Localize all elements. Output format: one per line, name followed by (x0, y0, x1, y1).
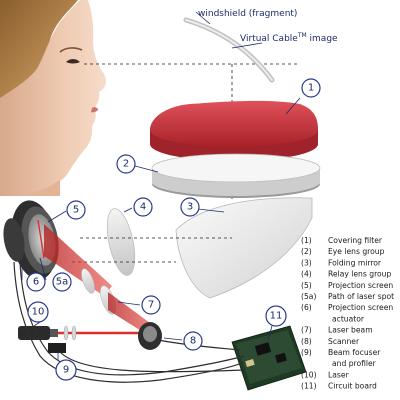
windshield-fragment (183, 17, 275, 83)
svg-text:5a: 5a (56, 277, 69, 288)
callout-1: 1 (301, 78, 321, 98)
legend-key: (5a) (301, 292, 316, 301)
legend-key: (11) (301, 382, 317, 391)
laser (18, 326, 58, 340)
callout-4: 4 (133, 197, 153, 217)
callout-3: 3 (180, 197, 200, 217)
svg-text:9: 9 (63, 365, 69, 376)
windshield-leader (195, 11, 211, 25)
hair (0, 0, 78, 98)
legend-label: Relay lens group (328, 270, 391, 279)
beam-focuser (48, 343, 66, 353)
callout-11: 11 (265, 305, 287, 327)
neck (20, 180, 60, 196)
circuit-board (231, 325, 307, 391)
beam-lens-right (71, 325, 77, 341)
legend-label: Projection screen (328, 303, 393, 312)
svg-text:4: 4 (140, 202, 146, 213)
virtual-cable-main: Virtual Cable (240, 34, 298, 44)
virtual-cable-suffix: image (307, 34, 338, 44)
legend-label: actuator (332, 314, 365, 323)
legend-label: and profiler (332, 359, 377, 368)
legend-label: Laser beam (328, 326, 373, 335)
legend-label: Circuit board (328, 382, 377, 391)
callout-5a: 5a (52, 272, 72, 292)
legend-key: (3) (301, 258, 312, 267)
eye (66, 59, 80, 64)
relay-lens-group (106, 208, 136, 276)
beam-lens-small (81, 268, 95, 294)
legend-key: (1) (301, 236, 312, 245)
legend-key: (9) (301, 348, 312, 357)
callout-9: 9 (55, 359, 77, 381)
callout-7: 7 (141, 295, 161, 315)
legend: (1) Covering filter (2) Eye lens group (3) Fo… (301, 236, 394, 391)
folding-mirror (175, 197, 313, 299)
svg-text:8: 8 (190, 336, 196, 347)
lips (91, 107, 98, 113)
legend-label: Laser (328, 370, 350, 379)
svg-text:6: 6 (33, 277, 39, 288)
legend-label: Eye lens group (328, 247, 385, 256)
svg-text:10: 10 (32, 307, 45, 318)
callout-5: 5 (66, 200, 86, 220)
legend-key: (4) (301, 270, 312, 279)
laser-beam-7 (44, 224, 112, 296)
face-photo (0, 0, 107, 196)
svg-text:2: 2 (123, 159, 129, 170)
beam-lens-left (63, 325, 69, 341)
covering-filter (150, 100, 318, 161)
legend-label: Covering filter (328, 236, 383, 245)
callout-8: 8 (183, 331, 203, 351)
scanner (138, 322, 162, 350)
svg-text:3: 3 (187, 202, 193, 213)
legend-label: Beam focuser (328, 348, 381, 357)
callout-leaders (21, 97, 301, 360)
legend-key: (7) (301, 326, 312, 335)
legend-key: (5) (301, 281, 312, 290)
legend-key: (8) (301, 337, 312, 346)
svg-text:5: 5 (73, 205, 79, 216)
eyebrow (59, 47, 83, 53)
svg-text:7: 7 (148, 300, 154, 311)
virtual-cable-tm: TM (297, 32, 307, 39)
callout-2: 2 (116, 154, 136, 174)
legend-label: Path of laser spot (328, 292, 394, 301)
legend-label: Scanner (328, 337, 360, 346)
svg-text:1: 1 (308, 83, 314, 94)
windshield-label: windshield (fragment) (198, 9, 297, 19)
callout-10: 10 (27, 301, 49, 323)
legend-key: (2) (301, 247, 312, 256)
legend-label: Projection screen (328, 281, 393, 290)
virtual-cable-leader (231, 42, 263, 49)
eye-lens-group (151, 153, 321, 198)
legend-key: (6) (301, 303, 312, 312)
legend-label: Folding mirror (328, 258, 382, 267)
virtual-cable-label: Virtual CableTM image (240, 32, 338, 44)
callout-6: 6 (26, 272, 46, 292)
laser-spot-path (37, 219, 45, 259)
legend-key: (10) (301, 370, 317, 379)
svg-text:11: 11 (270, 311, 283, 322)
